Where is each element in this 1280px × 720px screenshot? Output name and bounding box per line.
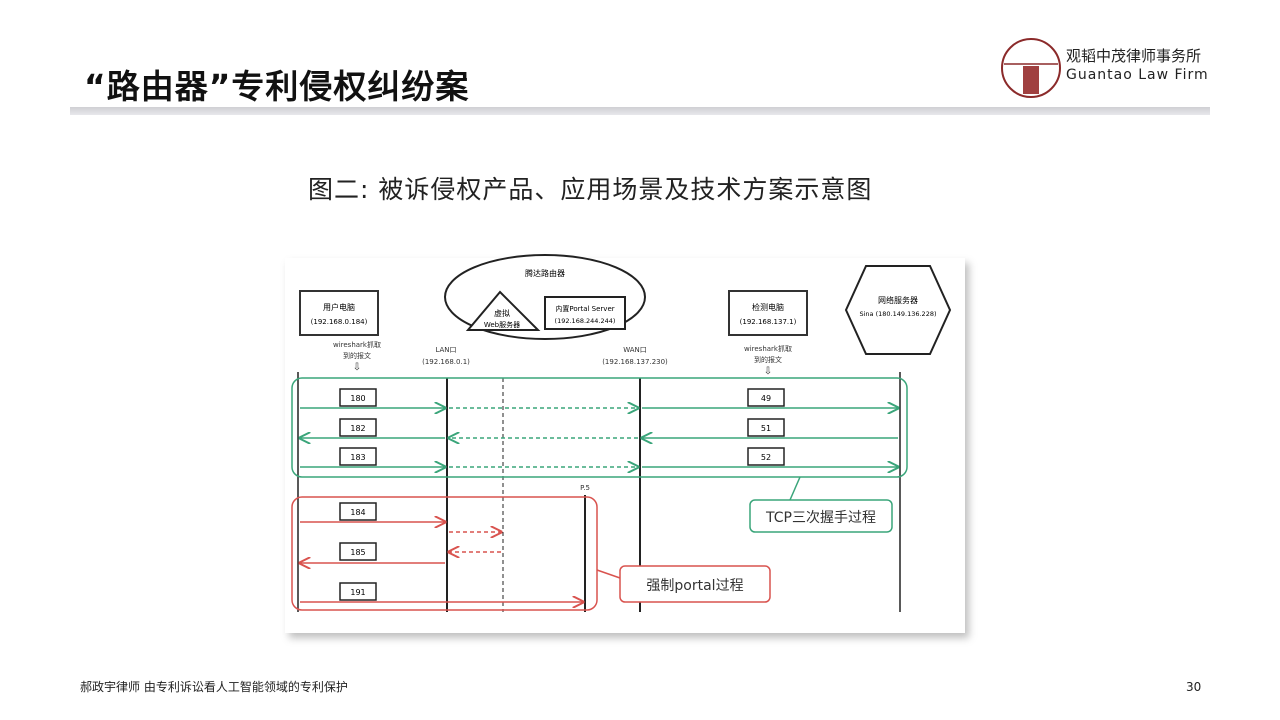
svg-text:Web服务器: Web服务器 <box>484 320 520 329</box>
tcp-callout: TCP三次握手过程 <box>749 476 893 533</box>
virtual-web-server-triangle <box>465 290 541 331</box>
user-pc-box: 用户电脑 (192.168.0.184) <box>299 290 379 336</box>
packet-box-portal: 184 <box>339 502 377 521</box>
tcp-packet-boxes: 180 182 183 49 51 52 <box>339 388 785 466</box>
packet-box-left: 180 <box>339 388 377 407</box>
portal-packet-boxes: 184 185 191 <box>339 502 377 601</box>
svg-text:(192.168.137.1): (192.168.137.1) <box>740 318 797 326</box>
portal-server-box <box>544 296 626 330</box>
svg-text:(192.168.0.1): (192.168.0.1) <box>422 358 470 366</box>
svg-text:wireshark抓取: wireshark抓取 <box>744 344 792 353</box>
svg-text:51: 51 <box>761 424 771 433</box>
svg-text:网络服务器: 网络服务器 <box>878 295 918 305</box>
figure-title: 图二: 被诉侵权产品、应用场景及技术方案示意图 <box>308 175 873 204</box>
packet-box-right: 51 <box>747 418 785 437</box>
svg-text:180: 180 <box>350 394 365 403</box>
svg-text:Sina (180.149.136.228): Sina (180.149.136.228) <box>860 310 937 318</box>
svg-text:TCP三次握手过程: TCP三次握手过程 <box>765 510 876 526</box>
packet-box-portal: 191 <box>339 582 377 601</box>
svg-text:185: 185 <box>350 548 365 557</box>
svg-text:182: 182 <box>350 424 365 433</box>
packet-box-portal: 185 <box>339 542 377 561</box>
svg-text:wireshark抓取: wireshark抓取 <box>333 340 381 349</box>
svg-text:183: 183 <box>350 453 365 462</box>
logo-emblem-icon <box>1001 38 1061 98</box>
svg-text:P.5: P.5 <box>580 484 590 492</box>
packet-box-left: 182 <box>339 418 377 437</box>
portal-arrows <box>300 522 583 602</box>
svg-text:内置Portal Server: 内置Portal Server <box>555 304 614 313</box>
svg-text:检测电脑: 检测电脑 <box>752 302 784 312</box>
packet-box-left: 183 <box>339 447 377 466</box>
lifelines <box>297 372 901 612</box>
svg-text:191: 191 <box>350 588 365 597</box>
logo-name-cn: 观韬中茂律师事务所 <box>1066 47 1202 65</box>
title-divider <box>70 107 1210 115</box>
tcp-handshake-frame <box>291 377 908 478</box>
svg-text:49: 49 <box>761 394 771 403</box>
svg-text:⇩: ⇩ <box>353 362 361 373</box>
web-server-hexagon: 网络服务器 Sina (180.149.136.228) <box>844 265 952 355</box>
page-number: 30 <box>1186 680 1202 694</box>
packet-box-right: 52 <box>747 447 785 466</box>
detect-pc-box: 检测电脑 (192.168.137.1) <box>728 290 808 336</box>
svg-text:52: 52 <box>761 453 771 462</box>
svg-text:虚拟: 虚拟 <box>494 308 510 318</box>
svg-text:LAN口: LAN口 <box>435 346 456 354</box>
logo-name-en: Guantao Law Firm <box>1066 67 1209 83</box>
svg-text:腾达路由器: 腾达路由器 <box>525 268 565 278</box>
svg-text:到的报文: 到的报文 <box>343 351 371 360</box>
router-ellipse: 腾达路由器 虚拟 Web服务器 内置Portal Server (192.168… <box>444 254 646 340</box>
svg-text:(192.168.137.230): (192.168.137.230) <box>602 358 668 366</box>
tcp-arrows <box>300 408 898 467</box>
svg-text:⇩: ⇩ <box>764 366 772 377</box>
svg-text:(192.168.244.244): (192.168.244.244) <box>555 317 616 325</box>
svg-text:(192.168.0.184): (192.168.0.184) <box>311 318 368 326</box>
footer-text: 郝政宇律师 由专利诉讼看人工智能领域的专利保护 <box>80 680 348 694</box>
interface-labels: wireshark抓取 到的报文 ⇩ LAN口 (192.168.0.1) WA… <box>333 340 792 492</box>
packet-box-right: 49 <box>747 388 785 407</box>
svg-text:用户电脑: 用户电脑 <box>323 302 355 312</box>
svg-text:WAN口: WAN口 <box>623 346 647 354</box>
firm-logo: 观韬中茂律师事务所 Guantao Law Firm <box>1000 36 1210 100</box>
svg-text:184: 184 <box>350 508 365 517</box>
slide-title: “路由器”专利侵权纠纷案 <box>84 67 470 106</box>
svg-text:强制portal过程: 强制portal过程 <box>646 578 743 594</box>
portal-frame <box>291 496 598 611</box>
portal-callout: 强制portal过程 <box>596 565 771 603</box>
svg-text:到的报文: 到的报文 <box>754 355 782 364</box>
